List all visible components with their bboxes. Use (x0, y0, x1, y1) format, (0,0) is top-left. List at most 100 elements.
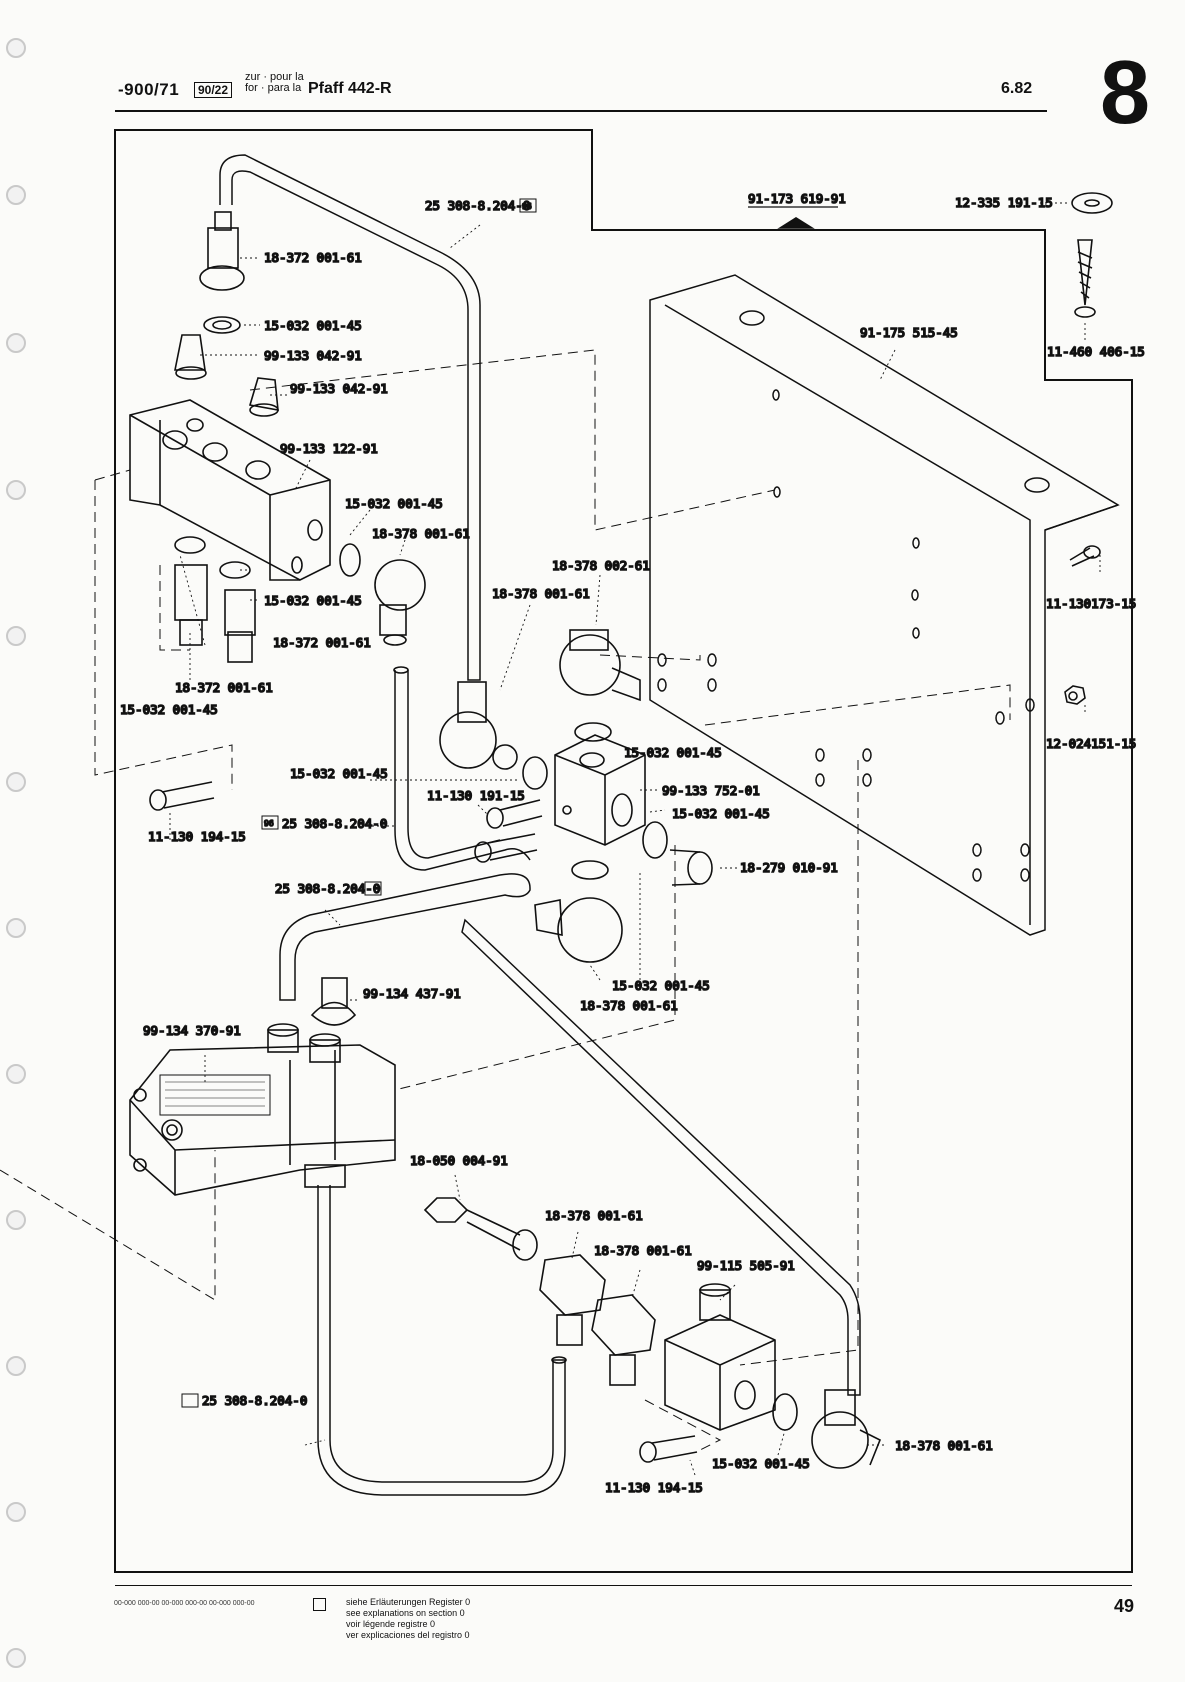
screw-icon (1069, 545, 1101, 567)
washer-icon (339, 543, 361, 577)
elbow-fitting-icon (811, 1389, 882, 1469)
part-label: 25 308-8.204-0 (275, 881, 380, 896)
washer-icon (219, 561, 251, 579)
part-label: 15-032 001-45 (712, 1456, 810, 1471)
silencer-icon (248, 377, 279, 417)
footer-rule (115, 1585, 1132, 1586)
distributor-block-icon (554, 734, 646, 846)
part-label: 91-175 515-45 (860, 325, 958, 340)
banjo-bolt-icon (423, 1197, 538, 1261)
section-number: 8 (1100, 43, 1151, 143)
part-label: 18-378 001-61 (545, 1208, 643, 1223)
part-label: 18-279 010-91 (740, 860, 838, 875)
elbow-fitting-icon (439, 681, 518, 770)
catalog-edition-box: 90/22 (194, 82, 233, 98)
binder-hole (6, 38, 26, 58)
part-badge (181, 1393, 199, 1408)
part-label: 99-133 042-91 (264, 348, 362, 363)
part-label: 18-378 001-61 (895, 1438, 993, 1453)
issue-date: 6.82 (1001, 80, 1033, 97)
washer-icon (203, 316, 241, 334)
mounting-plate (649, 274, 1120, 936)
fitting-icon (304, 1164, 346, 1188)
part-label: 99-134 370-91 (143, 1023, 241, 1038)
reference-arrow-icon (777, 217, 815, 229)
screw-icon (474, 833, 538, 863)
part-label: 18-050 004-91 (410, 1153, 508, 1168)
part-badge (519, 198, 537, 213)
hose-icon (394, 670, 531, 871)
part-label: 15-032 001-45 (624, 745, 722, 760)
for-label-line2: for · para la (245, 82, 302, 94)
binder-hole (6, 1502, 26, 1522)
part-label: 15-032 001-45 (290, 766, 388, 781)
part-label: 18-378 001-61 (580, 998, 678, 1013)
binder-hole (6, 1356, 26, 1376)
washer-icon (574, 722, 612, 742)
catalog-code: -900/71 (118, 80, 180, 99)
washer-icon (642, 821, 668, 859)
valve-block-upper (129, 399, 331, 581)
part-label: 99-133 122-91 (280, 441, 378, 456)
for-label: zur · pour la for · para la (245, 72, 304, 94)
part-label: 25 308-8.204-0 (282, 816, 387, 831)
screw-icon (486, 799, 543, 829)
diagram-frame (114, 129, 1133, 1573)
part-label: 25 308-8.204-0 (425, 198, 530, 213)
part-label: 99-133 042-91 (290, 381, 388, 396)
flow-valve-icon (664, 1283, 776, 1431)
part-label: 18-378 001-61 (492, 586, 590, 601)
fitting-icon (174, 564, 208, 646)
for-label-line1: zur · pour la (245, 71, 304, 83)
part-label: 99-115 505-91 (697, 1258, 795, 1273)
header-rule (115, 110, 1047, 112)
part-label: 18-372 001-61 (175, 680, 273, 695)
part-labels: 25 308-8.204-0 96 18-372 001-61 15-032 0… (119, 190, 1145, 1496)
elbow-fitting-icon (534, 897, 623, 963)
footer-expl-es: ver explicaciones del registro 0 (346, 1630, 470, 1640)
washer-icon (571, 860, 609, 880)
part-label: 18-378 001-61 (594, 1243, 692, 1258)
fitting-icon (224, 589, 256, 663)
part-label: 15-032 001-45 (345, 496, 443, 511)
binder-hole (6, 333, 26, 353)
footer-expl-fr: voir légende registre 0 (346, 1619, 436, 1629)
hose-icon (279, 873, 531, 1001)
binder-hole (6, 185, 26, 205)
elbow-fitting-icon (539, 1254, 606, 1346)
part-label: 99-134 437-91 (363, 986, 461, 1001)
binder-hole (6, 772, 26, 792)
binder-hole (6, 1064, 26, 1084)
binder-hole (6, 480, 26, 500)
elbow-fitting-icon (374, 559, 426, 646)
part-label: 18-378 001-61 (372, 526, 470, 541)
leader-lines (169, 202, 1101, 1476)
part-label: 12-024151-15 (1046, 736, 1136, 751)
part-label: 15-032 001-45 (612, 978, 710, 993)
screw-icon (149, 781, 215, 811)
part-label: 12-335 191-15 (955, 195, 1053, 210)
part-label: 11-130 191-15 (427, 788, 525, 803)
hose-icon (219, 154, 481, 681)
binder-hole (6, 626, 26, 646)
part-badge-text: 96 (522, 202, 532, 211)
elbow-fitting-icon (591, 1294, 656, 1386)
part-label: 11-460 406-15 (1047, 344, 1145, 359)
washer-icon (522, 756, 548, 790)
part-label: 15-032 001-45 (264, 593, 362, 608)
part-badge (261, 815, 279, 830)
part-label: 99-133 752-01 (662, 783, 760, 798)
part-label: 15-032 001-45 (672, 806, 770, 821)
part-label: 18-372 001-61 (264, 250, 362, 265)
fitting-icon (199, 211, 245, 291)
binder-hole (6, 1210, 26, 1230)
binder-hole (6, 1648, 26, 1668)
reference-lines (0, 349, 1011, 1451)
wood-screw-icon (1074, 239, 1096, 318)
nut-icon (1064, 685, 1086, 705)
part-label: 25 308-8.204-0 (202, 1393, 307, 1408)
part-label: 18-372 001-61 (273, 635, 371, 650)
washer-icon (772, 1393, 798, 1431)
part-label: 91-173 619-91 (748, 191, 846, 206)
